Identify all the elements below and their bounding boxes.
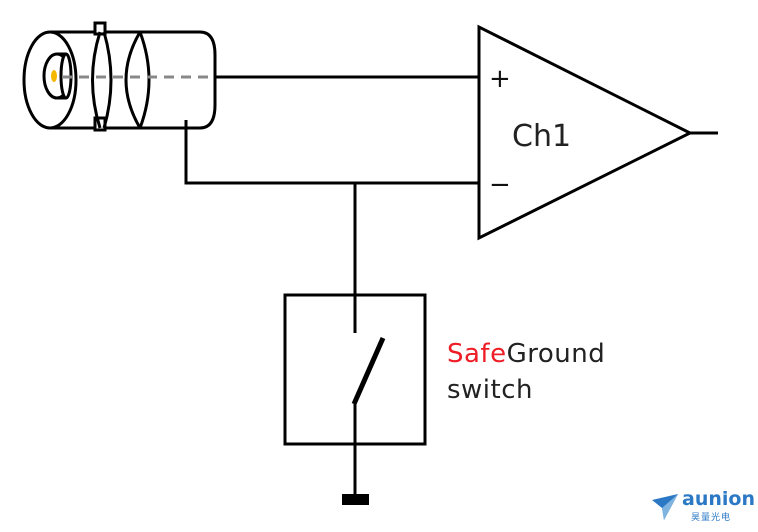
- paper-plane-logo-icon: [652, 494, 678, 520]
- ground-text: Ground: [506, 339, 606, 369]
- plus-input-label: +: [489, 64, 511, 94]
- safe-text: Safe: [447, 339, 507, 369]
- wires: [184, 75, 718, 495]
- channel-label: Ch1: [512, 119, 571, 154]
- switch-blade-icon: [351, 336, 386, 406]
- logo-subtitle: 昊量光电: [691, 513, 732, 523]
- safeground-switch-label: SafeGround switch: [447, 336, 605, 408]
- minus-input-label: −: [489, 170, 511, 200]
- aunion-logo: aunion 昊量光电: [650, 488, 755, 526]
- shield-wire: [184, 120, 478, 185]
- amplifier-triangle: [477, 24, 694, 241]
- center-pin-icon: [51, 70, 57, 82]
- switch-text: switch: [447, 375, 534, 405]
- ground-terminal-icon: [342, 494, 369, 505]
- logo-word: aunion: [682, 488, 755, 510]
- safeground-switch-box: [283, 293, 427, 446]
